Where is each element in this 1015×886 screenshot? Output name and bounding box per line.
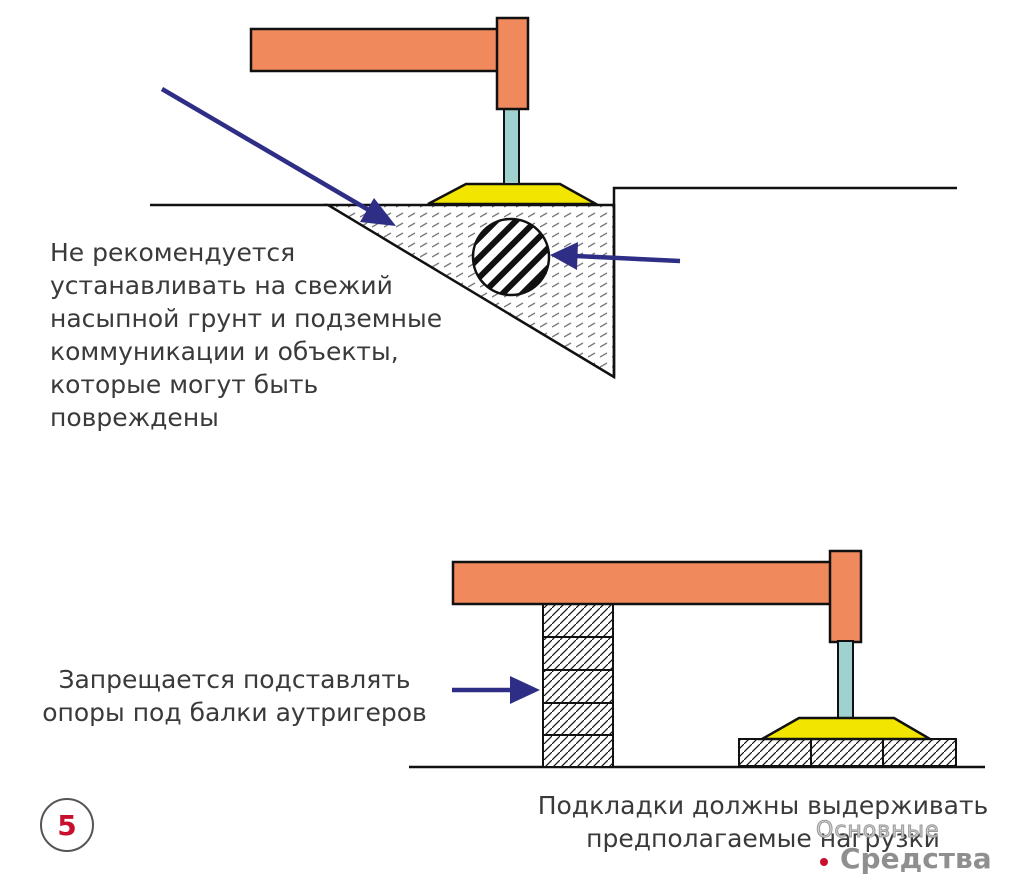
arrow-to-pipe bbox=[550, 242, 681, 270]
watermark-line-2: Средства bbox=[840, 842, 992, 875]
publisher-watermark: Основные Средства bbox=[808, 818, 1008, 880]
caption-line: которые могут быть bbox=[50, 370, 319, 399]
scene-supports bbox=[409, 549, 985, 769]
caption-line: коммуникации и объекты, bbox=[50, 337, 399, 366]
outrigger-beam bbox=[249, 27, 501, 73]
caption-line: устанавливать на свежий bbox=[50, 271, 393, 300]
caption-line: опоры под балки аутригеров bbox=[42, 698, 427, 727]
figure-number-badge: 5 bbox=[40, 798, 94, 852]
outrigger-leg-housing-bottom bbox=[828, 549, 863, 644]
caption-line: насыпной грунт и подземные bbox=[50, 304, 443, 333]
outrigger-beam-bottom bbox=[451, 560, 835, 606]
underground-pipe bbox=[471, 217, 551, 297]
brick-stack bbox=[542, 602, 614, 768]
outrigger-pad-bottom bbox=[757, 716, 935, 741]
support-plates bbox=[738, 738, 957, 767]
watermark-line-1: Основные bbox=[816, 818, 940, 844]
caption-line: Запрещается подставлять bbox=[58, 665, 411, 694]
outrigger-rod bbox=[503, 107, 520, 185]
arrow-to-soil bbox=[160, 87, 396, 226]
caption-line: предполагаемые нагрузки bbox=[586, 824, 940, 853]
caption-fresh-soil-warning: Не рекомендуется устанавливать на свежий… bbox=[50, 236, 442, 434]
caption-line: Не рекомендуется bbox=[50, 238, 296, 267]
caption-line: повреждены bbox=[50, 403, 219, 432]
outrigger-leg-housing bbox=[495, 16, 530, 111]
watermark-dot-icon bbox=[820, 858, 828, 866]
caption-line: Подкладки должны выдерживать bbox=[537, 791, 989, 820]
caption-pads-load: Подкладки должны выдерживать предполагае… bbox=[528, 789, 998, 855]
arrow-to-bricks bbox=[452, 676, 540, 704]
outrigger-rod-bottom bbox=[837, 640, 854, 719]
figure-number: 5 bbox=[57, 808, 77, 842]
outrigger-pad bbox=[427, 182, 601, 206]
ground-line-right bbox=[612, 186, 957, 377]
scene-fresh-soil bbox=[150, 16, 957, 380]
caption-beam-support-prohibited: Запрещается подставлять опоры под балки … bbox=[32, 663, 437, 729]
